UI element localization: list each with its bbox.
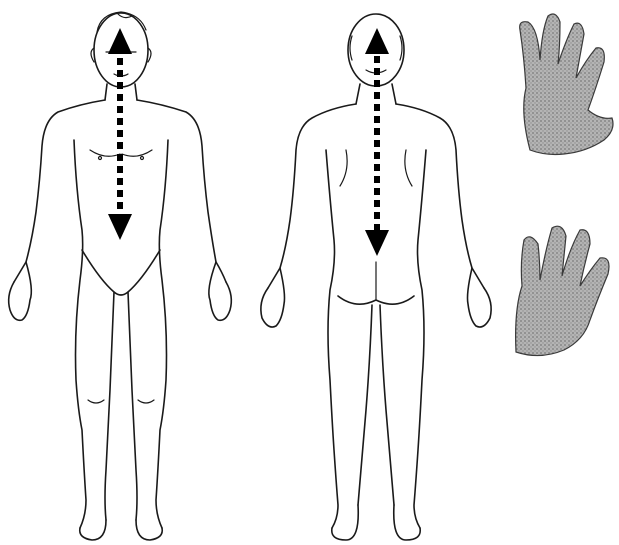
hand-photo-top bbox=[520, 14, 613, 155]
hand-photo-bottom bbox=[516, 226, 609, 355]
front-figure bbox=[9, 12, 232, 540]
arrow-up-head bbox=[365, 28, 389, 54]
front-spine-arrow bbox=[108, 28, 132, 240]
arrow-down-head bbox=[365, 230, 389, 256]
arrow-up-head bbox=[108, 28, 132, 54]
back-spine-arrow bbox=[365, 28, 389, 256]
arrow-down-head bbox=[108, 214, 132, 240]
